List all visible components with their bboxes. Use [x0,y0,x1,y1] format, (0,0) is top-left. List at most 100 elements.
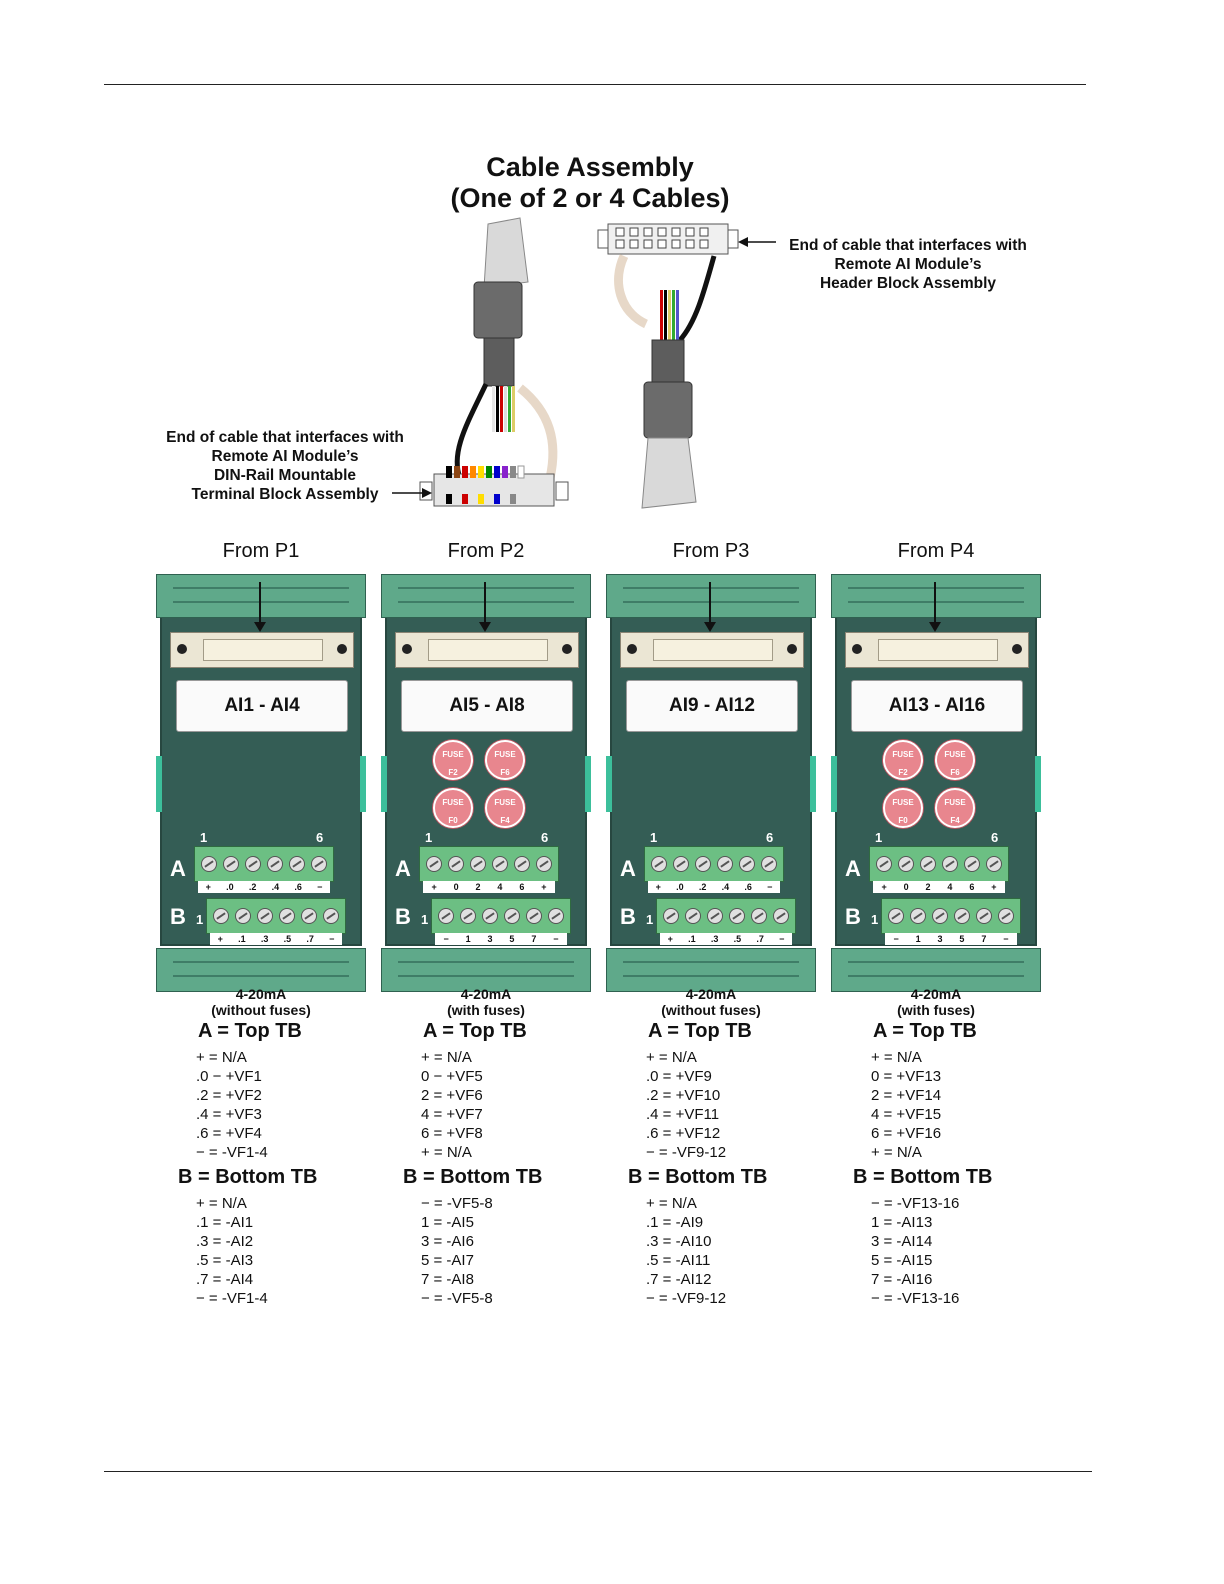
pin-assignment: .4 = +VF11 [646,1106,720,1123]
terminal-screw [223,856,239,872]
pin-assignment: + = N/A [871,1049,922,1066]
terminal-marking: 6 [519,882,525,892]
terminal-marking: .3 [260,934,269,944]
channel-range-label: AI5 - AI8 [449,695,525,716]
din-rail-board: AI9 - AI12 1 6 A B 1+.0.2.4.6−+.1.3.5.7− [606,574,816,992]
terminal-marking: 7 [531,934,537,944]
header-connector [170,632,354,668]
terminal-screw [876,856,892,872]
pin-assignment: − = -VF1-4 [196,1290,268,1307]
terminal-marking: .2 [248,882,257,892]
terminal-screw [323,908,339,924]
terminal-marking: .4 [271,882,280,892]
terminal-marking: 2 [475,882,481,892]
terminal-marking: 1 [915,934,921,944]
terminal-marking: − [553,934,559,944]
row-b-letter: B [395,904,411,929]
terminal-screw [898,856,914,872]
terminal-marking: + [991,882,997,892]
terminal-block-a [869,846,1009,882]
pin-assignment: − = -VF5-8 [421,1195,493,1212]
terminal-marking: + [655,882,661,892]
terminal-screw [235,908,251,924]
din-rail-top [156,574,366,618]
heat-shrink-right [643,381,693,439]
pin-assignment: .6 = +VF4 [196,1125,262,1142]
terminal-screw [526,908,542,924]
bottom-tb-heading: B = Bottom TB [403,1166,543,1188]
terminal-marking: .2 [698,882,707,892]
din-rail-top [606,574,816,618]
pin-assignment: + = N/A [421,1144,472,1161]
signal-type: 4-20mA [685,986,737,1002]
terminal-marking: − [767,882,773,892]
din-rail-bottom [606,948,816,992]
terminal-b-markings: +.1.3.5.7− [660,933,792,945]
header-slot [428,639,548,661]
pin-assignment: + = N/A [196,1195,247,1212]
cable-assembly-illustration [419,217,776,509]
black-wire-right [678,255,717,342]
terminal-screw [695,856,711,872]
fuse-word: FUSE [494,750,516,759]
terminal-screw [761,856,777,872]
header-block-connector [607,223,729,255]
module-source-label: From P1 [222,540,300,562]
terminal-marking: − [779,934,785,944]
figure-subtitle: (One of 2 or 4 Cables) [450,183,730,213]
mounting-hole [177,644,187,654]
signal-type: 4-20mA [460,986,512,1002]
fuse-note: (with fuses) [897,1002,975,1018]
terminal-module-3: From P3 AI9 - AI12 1 6 A B 1+.0.2.4.6−+.… [606,540,816,995]
terminal-screw [504,908,520,924]
fuse-id: F4 [500,816,510,825]
side-clip-left [831,756,837,812]
module-source-label: From P4 [897,540,975,562]
row-a-letter: A [845,856,861,881]
channel-range-label: AI1 - AI4 [224,695,300,716]
bottom-tb-heading: B = Bottom TB [853,1166,993,1188]
terminal-a-markings: +.0.2.4.6− [648,881,780,893]
pin-assignment: .1 = -AI1 [196,1214,254,1231]
column-start-number: 1 [200,830,208,845]
fuse-word: FUSE [494,798,516,807]
terminal-screw [311,856,327,872]
fuse-word: FUSE [892,750,914,759]
terminal-marking: 0 [903,882,909,892]
terminal-a-markings: +.0.2.4.6− [198,881,330,893]
terminal-block-a [644,846,784,882]
terminal-screw [426,856,442,872]
side-clip-left [606,756,612,812]
channel-label-plate: AI9 - AI12 [626,680,798,732]
terminal-marking: + [205,882,211,892]
terminal-marking: .7 [756,934,764,944]
header-slot [653,639,773,661]
fuse: FUSE F4 [485,788,525,828]
fuse-word: FUSE [442,798,464,807]
terminal-marking: .5 [283,934,292,944]
terminal-marking: 4 [497,882,503,892]
terminal-marking: .3 [710,934,719,944]
terminal-screw [685,908,701,924]
terminal-marking: + [431,882,437,892]
terminal-marking: 6 [969,882,975,892]
callout-header-end: End of cable that interfaces with Remote… [776,236,1040,293]
terminal-marking: 0 [453,882,459,892]
terminal-screw [932,908,948,924]
mounting-hole [337,644,347,654]
terminal-block-b [656,898,796,934]
row-b-number: 1 [196,912,204,927]
connector-color-stripes [446,465,525,504]
terminal-marking: 3 [937,934,943,944]
terminal-screw [201,856,217,872]
channel-range-label: AI13 - AI16 [888,695,986,716]
pin-assignment: + = N/A [871,1144,922,1161]
fuse-note: (without fuses) [661,1002,761,1018]
side-clip-right [585,756,591,812]
figure-title: Cable Assembly [486,152,694,182]
pin-assignment: 0 − +VF5 [421,1068,483,1085]
